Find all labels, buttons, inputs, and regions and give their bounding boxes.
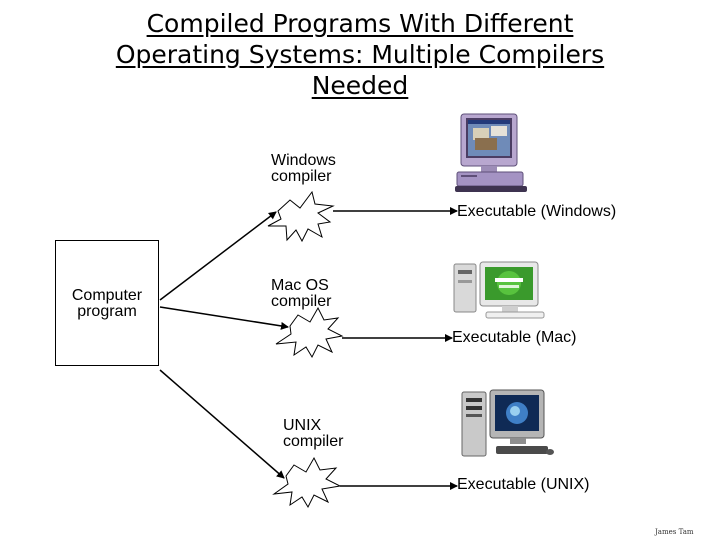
unix-compiler-burst [272,456,342,509]
unix-compiler-label: UNIX compiler [283,417,344,450]
author-credit: James Tam [655,528,694,536]
computer-program-label: Computer program [71,287,143,320]
windows-executable-label: Executable (Windows) [457,203,617,220]
windows-compiler-burst [267,190,335,243]
arrow-to-windows-compiler [159,211,277,301]
unix-workstation-icon [461,389,554,457]
windows-pc-icon [455,113,527,192]
mac-compiler-burst [275,306,344,359]
arrow-to-mac-compiler [159,306,289,330]
page-title: Compiled Programs With Different Operati… [0,8,720,101]
mac-executable-label: Executable (Mac) [452,329,577,346]
windows-compiler-label: Windows compiler [271,152,336,185]
mac-computer-icon [453,261,545,319]
title-line-3: Needed [311,71,409,100]
title-line-1: Compiled Programs With Different [146,9,574,38]
mac-compiler-label: Mac OS compiler [271,277,332,310]
title-line-2: Operating Systems: Multiple Compilers [115,40,605,69]
computer-program-box: Computer program [55,240,159,366]
arrow-to-unix-compiler [159,369,285,479]
unix-executable-label: Executable (UNIX) [457,476,590,493]
